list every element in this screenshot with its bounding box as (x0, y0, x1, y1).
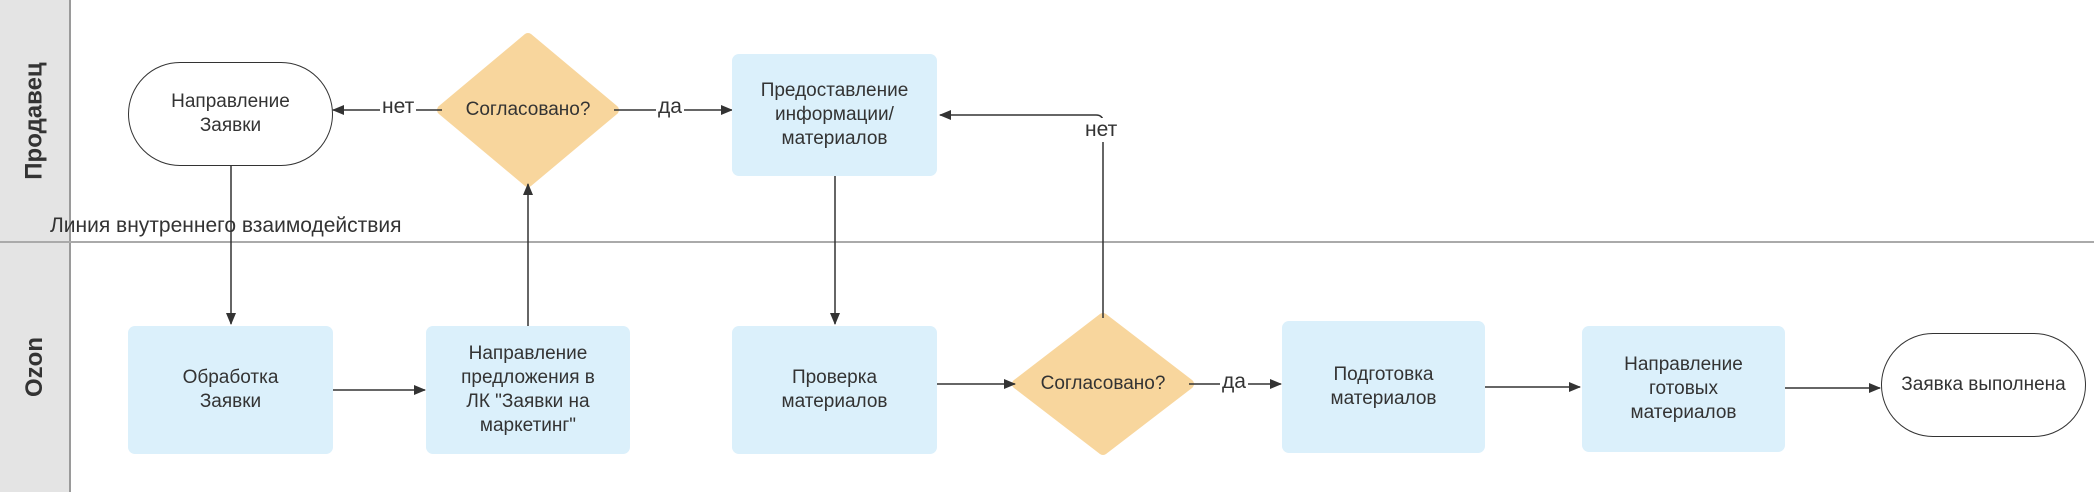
edge-ozon-agreed-to-provide (939, 110, 1104, 318)
node-ozon-process-request: Обработка Заявки (128, 326, 333, 454)
edge-label-seller-yes: да (656, 95, 684, 119)
decision-label-seller: Согласовано? (465, 99, 591, 120)
decision-diamond-seller (437, 33, 619, 187)
decision-label-ozon: Согласовано? (1040, 373, 1166, 394)
decision-diamond-ozon (1012, 313, 1194, 455)
node-seller-provide-info: Предоставление информации/ материалов (732, 54, 937, 176)
node-ozon-prepare-materials: Подготовка материалов (1282, 321, 1485, 453)
interaction-boundary-label: Линия внутреннего взаимодействия (50, 214, 402, 237)
edge-label-ozon-yes: да (1220, 370, 1248, 394)
node-ozon-check-materials: Проверка материалов (732, 326, 937, 454)
edge-label-seller-no: нет (380, 95, 417, 119)
node-ozon-request-done: Заявка выполнена (1881, 333, 2086, 437)
lane-band-left (0, 0, 70, 492)
node-seller-request: Направление Заявки (128, 62, 333, 166)
node-ozon-submit-offer: Направление предложения в ЛК "Заявки на … (426, 326, 630, 454)
edge-label-ozon-no: нет (1083, 118, 1120, 142)
node-ozon-send-materials: Направление готовых материалов (1582, 326, 1785, 452)
